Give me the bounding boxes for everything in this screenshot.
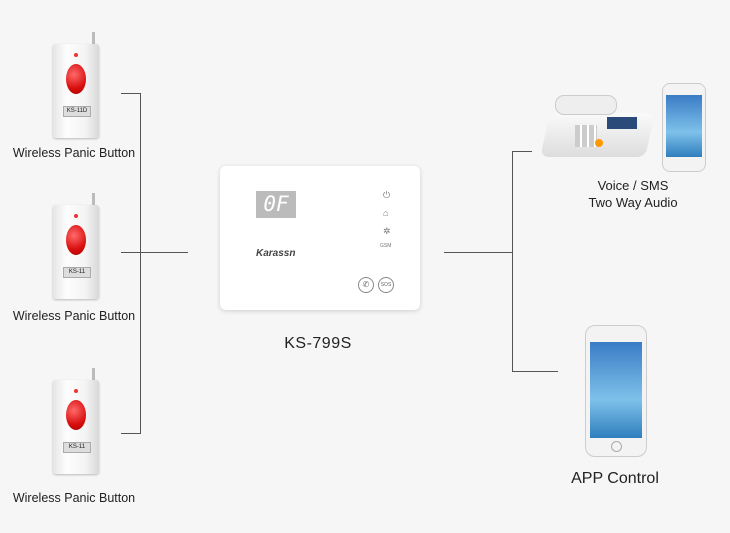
smartphone-small	[662, 83, 706, 172]
gsm-label: GSM	[380, 243, 392, 249]
voice-sms-label: Voice / SMS	[597, 178, 669, 193]
connector	[512, 371, 558, 372]
brand-logo: Karassn	[256, 248, 296, 259]
connector	[444, 252, 512, 253]
connector	[512, 151, 513, 372]
phone-button: ✆	[358, 277, 374, 293]
panic-button-label: Wireless Panic Button	[12, 146, 136, 160]
smartphone-app	[585, 325, 647, 457]
model-tag: KS-11	[63, 267, 91, 278]
panic-button-1: KS-11D	[53, 32, 99, 138]
model-tag: KS-11	[63, 442, 91, 453]
connector	[140, 93, 141, 434]
app-control-label: APP Control	[571, 470, 659, 487]
panel-model: KS-799S	[284, 335, 352, 352]
connector	[121, 433, 141, 434]
panic-button-label: Wireless Panic Button	[12, 491, 136, 505]
power-icon: ⏻	[383, 190, 391, 200]
panic-button-label: Wireless Panic Button	[12, 309, 136, 323]
two-way-audio-label: Two Way Audio	[588, 195, 678, 210]
desk-phone	[535, 95, 655, 160]
connector	[121, 93, 141, 94]
alarm-icon: ✲	[383, 226, 391, 236]
connector	[121, 252, 141, 253]
panel-display: 0F	[256, 191, 296, 218]
connector	[140, 252, 188, 253]
home-icon: ⌂	[383, 208, 389, 218]
alarm-panel: 0F ⏻ ⌂ ✲ GSM Karassn ✆ SOS	[220, 166, 420, 310]
connector	[512, 151, 532, 152]
model-tag: KS-11D	[63, 106, 91, 117]
panic-button-3: KS-11	[53, 368, 99, 474]
panic-button-2: KS-11	[53, 193, 99, 299]
sos-button: SOS	[378, 277, 394, 293]
